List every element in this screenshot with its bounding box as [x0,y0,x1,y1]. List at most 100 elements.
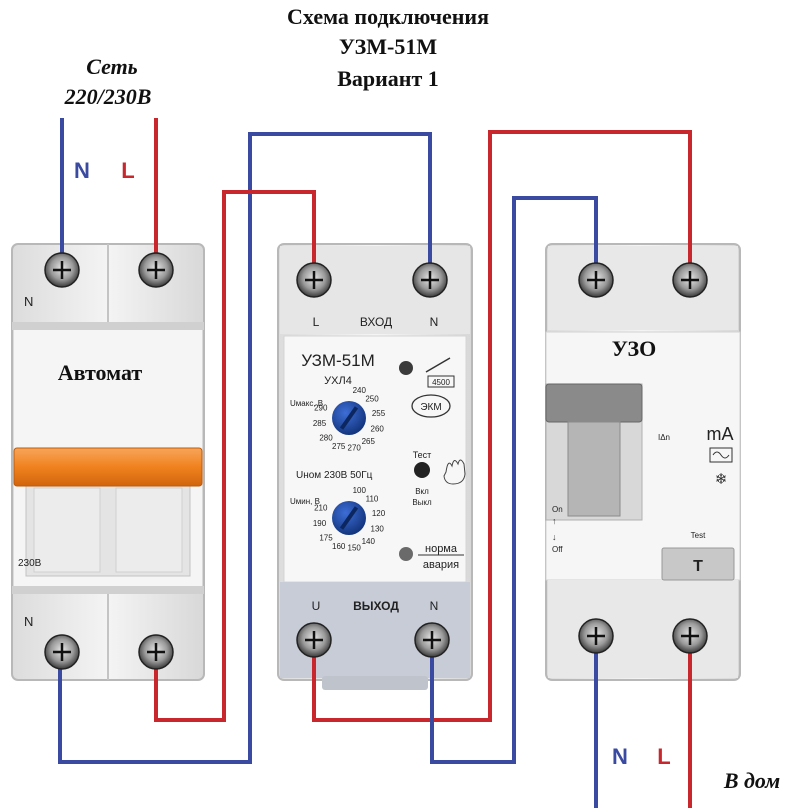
relay-input-l-label: L [313,315,320,329]
supply-n-label: N [74,158,90,183]
knob-scale-label: 240 [353,386,367,395]
relay-umin-knob-slot [339,506,359,530]
knob-scale-label: 275 [332,442,346,451]
title-line-2: УЗМ-51М [339,34,438,59]
relay-on-label: Вкл [415,487,429,496]
breaker-bottom-n-label: N [24,614,33,629]
knob-scale-label: 250 [365,395,379,404]
rcd-name: УЗО [612,336,657,361]
output-l-label: L [657,744,670,769]
rcd-ac-type-box [709,447,733,463]
knob-scale-label: 120 [372,509,386,518]
output-n-label: N [612,744,628,769]
supply-label-line-1: Сеть [86,54,137,79]
wires [58,118,692,808]
knob-scale-label: 100 [353,486,367,495]
ac-wave-icon [712,451,730,459]
relay-din-clip [322,676,428,690]
snowflake-icon: ❄ [715,471,728,488]
breaker-top-band [12,322,204,330]
wire-relay-neutral-to-rcd [430,196,598,764]
relay-model: УЗМ-51М [301,351,375,370]
knob-scale-label: 270 [348,444,362,453]
terminal-screw [296,262,332,298]
terminal-screw [412,262,448,298]
relay-climate: УХЛ4 [324,375,352,387]
terminal-screw [138,252,174,288]
relay-brand: ЭКМ [420,402,441,413]
voltage-relay: L ВХОД N УЗМ-51М УХЛ4 4500 ЭКМ Uмакс, В … [277,243,473,690]
knob-scale-label: 280 [319,433,333,442]
rcd-test-button[interactable] [661,547,735,581]
relay-brand-oval [411,394,451,418]
knob-scale-label: 210 [314,504,328,513]
arrow-up-icon: ↑ [552,516,557,526]
wire-breaker-neutral-to-relay [58,132,432,764]
relay-umax-label: Uмакс, В [290,399,323,408]
relay-status-led-top [399,361,413,375]
breaker-bottom-band [12,586,204,594]
rcd-on-label: On [552,505,563,514]
knob-scale-label: 130 [371,524,385,533]
terminal-screw [296,622,332,658]
terminal-screw [578,618,614,654]
relay-unom: Uном 230В 50Гц [296,470,373,481]
relay-status-led-bottom [399,547,413,561]
relay-fault-label: авария [423,559,459,571]
terminal-screw [138,634,174,670]
relay-output-u-label: U [312,599,321,613]
knob-scale-label: 290 [314,404,328,413]
relay-norm-label: норма [425,543,458,555]
breaker-top-n-label: N [24,294,33,309]
knob-scale-label: 285 [313,419,327,428]
rcd-ma-label: mA [707,424,734,444]
breaker-orange-handle[interactable] [13,447,203,487]
relay-output-label: ВЫХОД [353,599,399,613]
rcd-off-label: Off [552,545,563,554]
relay-front-panel [283,335,467,583]
supply-label-line-2: 220/230В [64,84,152,109]
breaker-name: Автомат [58,360,143,385]
breaker-handle-right-guard [115,487,183,573]
relay-off-label: Выкл [412,498,432,507]
rcd-handle[interactable] [545,383,643,423]
wire-breaker-phase-to-relay [154,190,316,722]
rcd-handle-lever [567,421,621,517]
circuit-breaker: N N Автомат 230В [11,243,205,681]
knob-scale-label: 140 [362,537,376,546]
relay-output-n-label: N [430,599,439,613]
rcd-device: УЗО IΔn mA ❄ On ↑ ↓ Off Test T [545,243,741,681]
rcd-top-terminal-block [548,246,738,330]
switch-symbol-icon [425,357,451,373]
knob-scale-label: 110 [366,495,379,504]
relay-test-button[interactable] [414,462,430,478]
rcd-test-label: Test [691,531,706,540]
rcd-bottom-terminal-block [548,580,738,678]
knob-scale-label: 255 [372,409,386,418]
terminal-screw [44,634,80,670]
hand-press-icon [443,459,466,485]
breaker-rating: 230В [18,558,42,569]
knob-scale-label: 265 [362,437,376,446]
output-label: В дом [723,768,780,793]
title-line-3: Вариант 1 [337,66,439,91]
knob-scale-label: 260 [371,424,385,433]
terminal-screw [414,622,450,658]
supply-l-label: L [121,158,134,183]
terminal-screws [44,252,708,670]
relay-code: 4500 [432,378,450,387]
rcd-idn-label: IΔn [658,433,670,442]
knob-scale-label: 160 [332,542,346,551]
diagram-title: Схема подключения УЗМ-51М Вариант 1 [287,4,489,91]
relay-umin-label: Uмин, В [290,497,320,506]
terminal-screw [578,262,614,298]
title-line-1: Схема подключения [287,4,489,29]
relay-test-label: Тест [413,450,432,460]
relay-input-label: ВХОД [360,315,392,329]
arrow-down-icon: ↓ [552,532,557,542]
terminal-screw [672,618,708,654]
knob-scale-label: 175 [319,533,333,542]
